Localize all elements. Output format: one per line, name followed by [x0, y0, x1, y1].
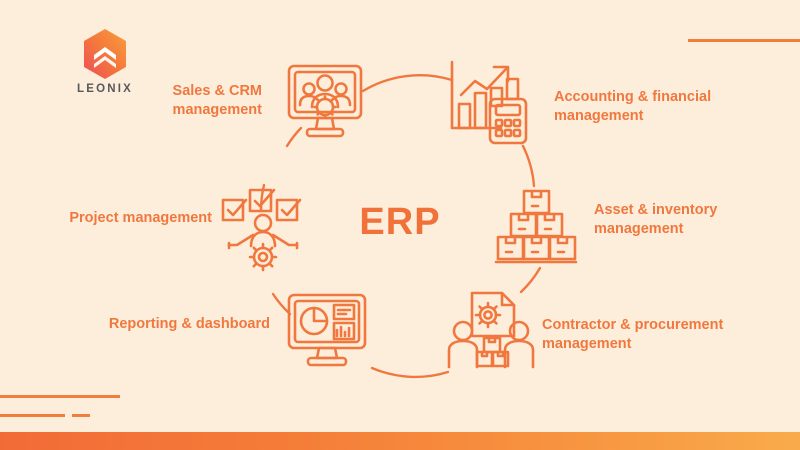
monitor-team-gear-icon [286, 63, 364, 141]
people-document-gear-boxes-icon [446, 290, 538, 370]
decorative-rule-bottom-dash [72, 414, 90, 417]
decorative-rule-top-right [688, 39, 800, 42]
brand-name: LEONIX [76, 83, 133, 95]
node-label-line-2: management [172, 102, 262, 118]
node-label-line-2: management [554, 108, 644, 124]
hexagon-chevron-logo-icon [82, 28, 128, 80]
node-label-sales-crm: Sales & CRM management [110, 82, 262, 120]
node-label-accounting-financial: Accounting & financial management [554, 88, 774, 126]
decorative-rule-bottom-medium [0, 414, 65, 417]
node-label-project-management: Project management [40, 209, 212, 228]
footer-gradient-bar [0, 432, 800, 450]
node-label-line-2: management [594, 221, 684, 237]
node-label-line-1: Project management [69, 210, 212, 226]
monitor-dashboard-charts-icon [286, 292, 368, 370]
node-label-contractor-procurement: Contractor & procurement management [542, 316, 782, 354]
node-label-line-1: Sales & CRM [172, 83, 262, 99]
node-label-line-1: Asset & inventory [594, 202, 718, 218]
brand-logo: LEONIX [52, 28, 158, 95]
decorative-rule-bottom-long [0, 395, 120, 398]
erp-center-label: ERP [359, 201, 441, 243]
node-label-line-1: Contractor & procurement [542, 317, 724, 333]
growth-chart-calculator-icon [446, 57, 530, 145]
person-checklist-gear-icon [219, 185, 309, 275]
node-label-line-1: Reporting & dashboard [108, 316, 270, 332]
node-label-line-2: management [542, 336, 632, 352]
node-label-reporting-dashboard: Reporting & dashboard [60, 315, 270, 334]
node-label-line-1: Accounting & financial [554, 89, 712, 105]
node-label-asset-inventory: Asset & inventory management [594, 201, 794, 239]
stacked-boxes-icon [494, 188, 578, 266]
